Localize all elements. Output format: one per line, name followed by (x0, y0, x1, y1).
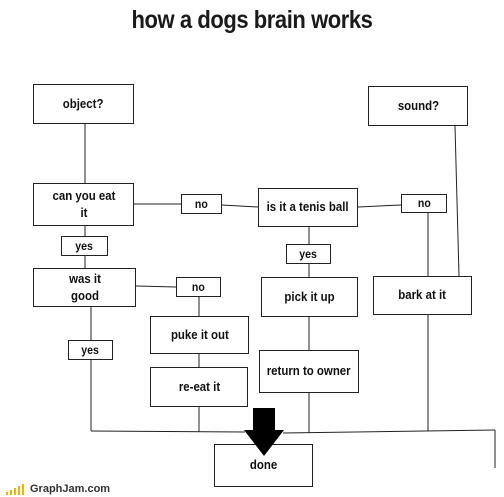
label-yes-3: yes (68, 340, 113, 360)
graph-bar-icon (22, 484, 24, 495)
node-puke-it-out: puke it out (150, 316, 249, 354)
down-arrow-icon (244, 408, 284, 456)
node-was-it-good: was it good (33, 268, 136, 307)
brand-name: GraphJam.com (30, 483, 111, 495)
graph-bar-icon (14, 488, 16, 495)
node-object: object? (33, 84, 134, 124)
node-bark-at-it: bark at it (373, 276, 472, 315)
graph-bar-icon (10, 490, 12, 495)
graph-bar-icon (6, 492, 8, 495)
node-can-you-eat-it: can you eat it (33, 183, 134, 226)
node-re-eat-it: re-eat it (150, 367, 248, 407)
node-sound: sound? (368, 86, 468, 126)
node-pick-it-up: pick it up (261, 277, 358, 317)
label-yes-2: yes (286, 244, 331, 264)
label-no-2: no (401, 194, 447, 213)
diagram-title: how a dogs brain works (131, 6, 373, 34)
node-is-it-a-tenis-ball: is it a tenis ball (258, 188, 358, 227)
footer-brand: GraphJam.com (6, 483, 110, 495)
label-no-3: no (176, 277, 221, 297)
node-return-to-owner: return to owner (259, 350, 359, 393)
graph-bar-icon (18, 486, 20, 495)
label-no-1: no (181, 194, 222, 214)
label-yes-1: yes (61, 236, 108, 256)
